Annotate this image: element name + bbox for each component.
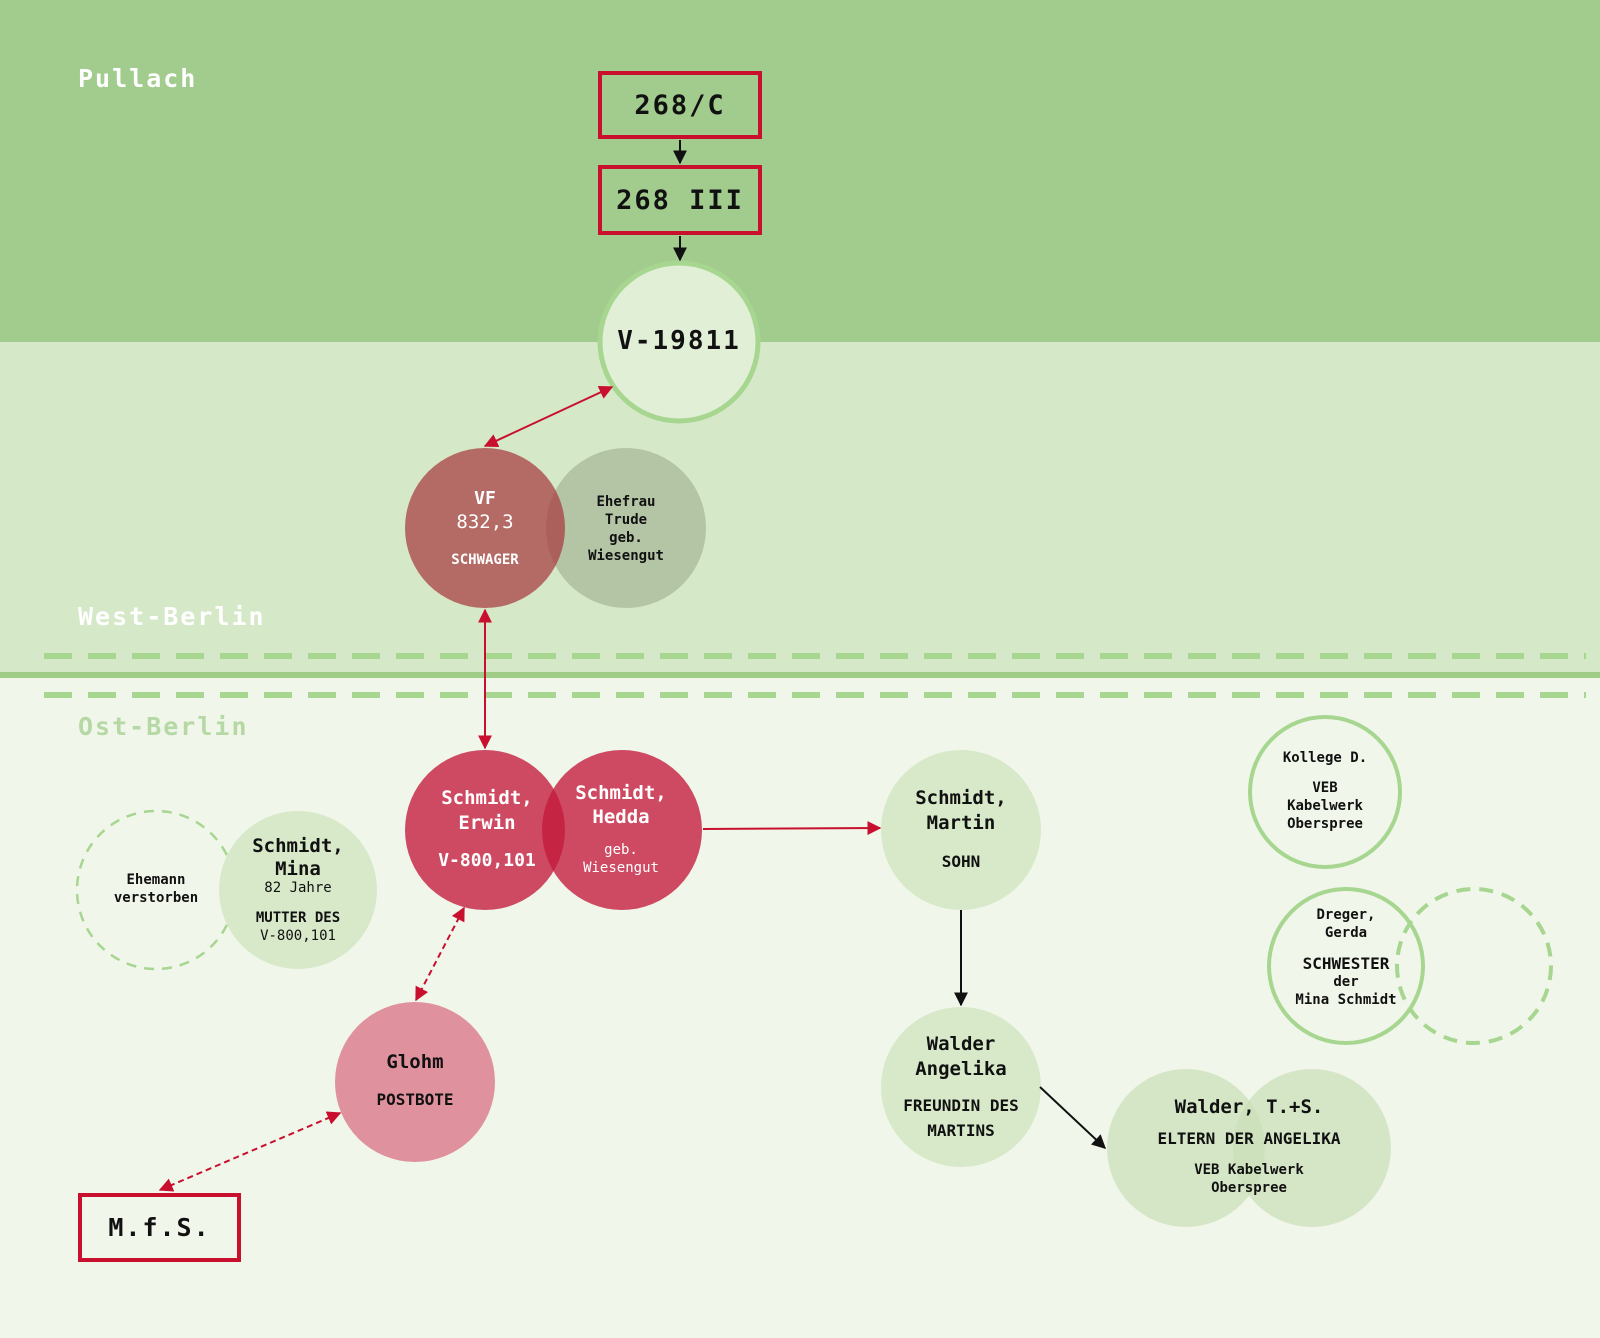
node-ehefrau-line4: Wiesengut xyxy=(588,548,664,564)
node-erwin-circle xyxy=(405,750,565,910)
node-mina-circle xyxy=(219,811,377,969)
node-dreger-role-1: SCHWESTER xyxy=(1302,954,1390,973)
node-v19811-label: V-19811 xyxy=(617,326,741,356)
node-angelika-role-2: MARTINS xyxy=(927,1121,995,1140)
region-label-pullach: Pullach xyxy=(78,64,198,93)
node-kollege-line1: Kollege D. xyxy=(1282,750,1368,766)
node-mina-age: 82 Jahre xyxy=(264,880,332,896)
node-ehefrau-line2: Trude xyxy=(604,512,648,528)
node-mina-name-2: Mina xyxy=(275,858,321,880)
node-ehemann-line1: Ehemann xyxy=(126,872,186,888)
node-glohm-role: POSTBOTE xyxy=(376,1090,454,1109)
node-mina-role-2: V-800,101 xyxy=(260,928,336,944)
node-hedda-sub-1: geb. xyxy=(604,842,638,858)
node-ehemann-line2: verstorben xyxy=(113,890,199,906)
node-dreger-role-2: der xyxy=(1333,974,1359,990)
edge-hedda-martin xyxy=(702,821,882,836)
node-hedda-name-2: Hedda xyxy=(592,806,650,828)
edge-vf-v19811 xyxy=(483,385,614,448)
region-band-ost-berlin xyxy=(0,676,1600,1338)
node-v19811-circle xyxy=(597,260,761,424)
node-angelika-name-1: Walder xyxy=(926,1033,996,1055)
region-band-pullach xyxy=(0,0,1600,342)
node-dreger-circle xyxy=(1267,887,1425,1045)
node-dreger-name-2: Gerda xyxy=(1324,925,1368,941)
edge-erwin-glohm xyxy=(415,906,465,1002)
node-angelika-name-2: Angelika xyxy=(915,1058,1007,1080)
node-vf-role: SCHWAGER xyxy=(451,552,519,568)
node-erwin-name-1: Schmidt, xyxy=(441,787,533,809)
region-label-ost-berlin: Ost-Berlin xyxy=(78,712,249,741)
node-glohm-name: Glohm xyxy=(386,1051,444,1073)
node-hedda-sub-2: Wiesengut xyxy=(583,860,659,876)
box-mfs: M.f.S. xyxy=(78,1193,241,1262)
box-268iii: 268 III xyxy=(598,165,762,235)
node-erwin-code: V-800,101 xyxy=(438,850,536,871)
node-walder-ts-circle-b xyxy=(1233,1069,1391,1227)
node-kollege-circle xyxy=(1248,715,1402,869)
node-walder-ts-name: Walder, T.+S. xyxy=(1174,1096,1324,1118)
node-hedda-circle xyxy=(542,750,702,910)
node-mina-role-1: MUTTER DES xyxy=(255,910,341,926)
node-angelika-circle xyxy=(881,1007,1041,1167)
region-label-west-berlin: West-Berlin xyxy=(78,602,266,631)
node-vf-circle xyxy=(405,448,565,608)
node-ehefrau-line3: geb. xyxy=(609,530,643,546)
edge-glohm-mfs xyxy=(158,1111,342,1192)
node-ehefrau-line1: Ehefrau xyxy=(596,494,656,510)
node-martin-role: SOHN xyxy=(941,852,981,871)
node-dreger-role-3: Mina Schmidt xyxy=(1295,992,1397,1008)
node-walder-ts-sub-1: VEB Kabelwerk xyxy=(1194,1162,1304,1178)
node-walder-ts-sub-2: Oberspree xyxy=(1211,1180,1287,1196)
node-hedda-name-1: Schmidt, xyxy=(575,782,667,804)
edge-angelika-walder xyxy=(1039,1086,1107,1149)
box-268c: 268/C xyxy=(598,71,762,139)
node-kollege-line3: Kabelwerk xyxy=(1287,798,1363,814)
node-martin-name-1: Schmidt, xyxy=(915,787,1007,809)
node-glohm-circle xyxy=(335,1002,495,1162)
node-vf-number: 832,3 xyxy=(456,511,514,533)
node-kollege-line2: VEB xyxy=(1312,780,1338,796)
node-dreger-dashed-circle xyxy=(1395,887,1553,1045)
node-walder-ts-role: ELTERN DER ANGELIKA xyxy=(1157,1129,1341,1148)
node-walder-ts-circle-a xyxy=(1107,1069,1265,1227)
node-vf-code: VF xyxy=(474,488,496,509)
node-angelika-role-1: FREUNDIN DES xyxy=(903,1096,1019,1115)
node-dreger-name-1: Dreger, xyxy=(1316,907,1376,923)
node-mina-name-1: Schmidt, xyxy=(252,835,344,857)
region-band-west-berlin xyxy=(0,342,1600,676)
node-kollege-line4: Oberspree xyxy=(1287,816,1363,832)
node-martin-circle xyxy=(881,750,1041,910)
node-martin-name-2: Martin xyxy=(926,812,996,834)
node-erwin-name-2: Erwin xyxy=(458,812,516,834)
node-ehefrau-circle xyxy=(546,448,706,608)
